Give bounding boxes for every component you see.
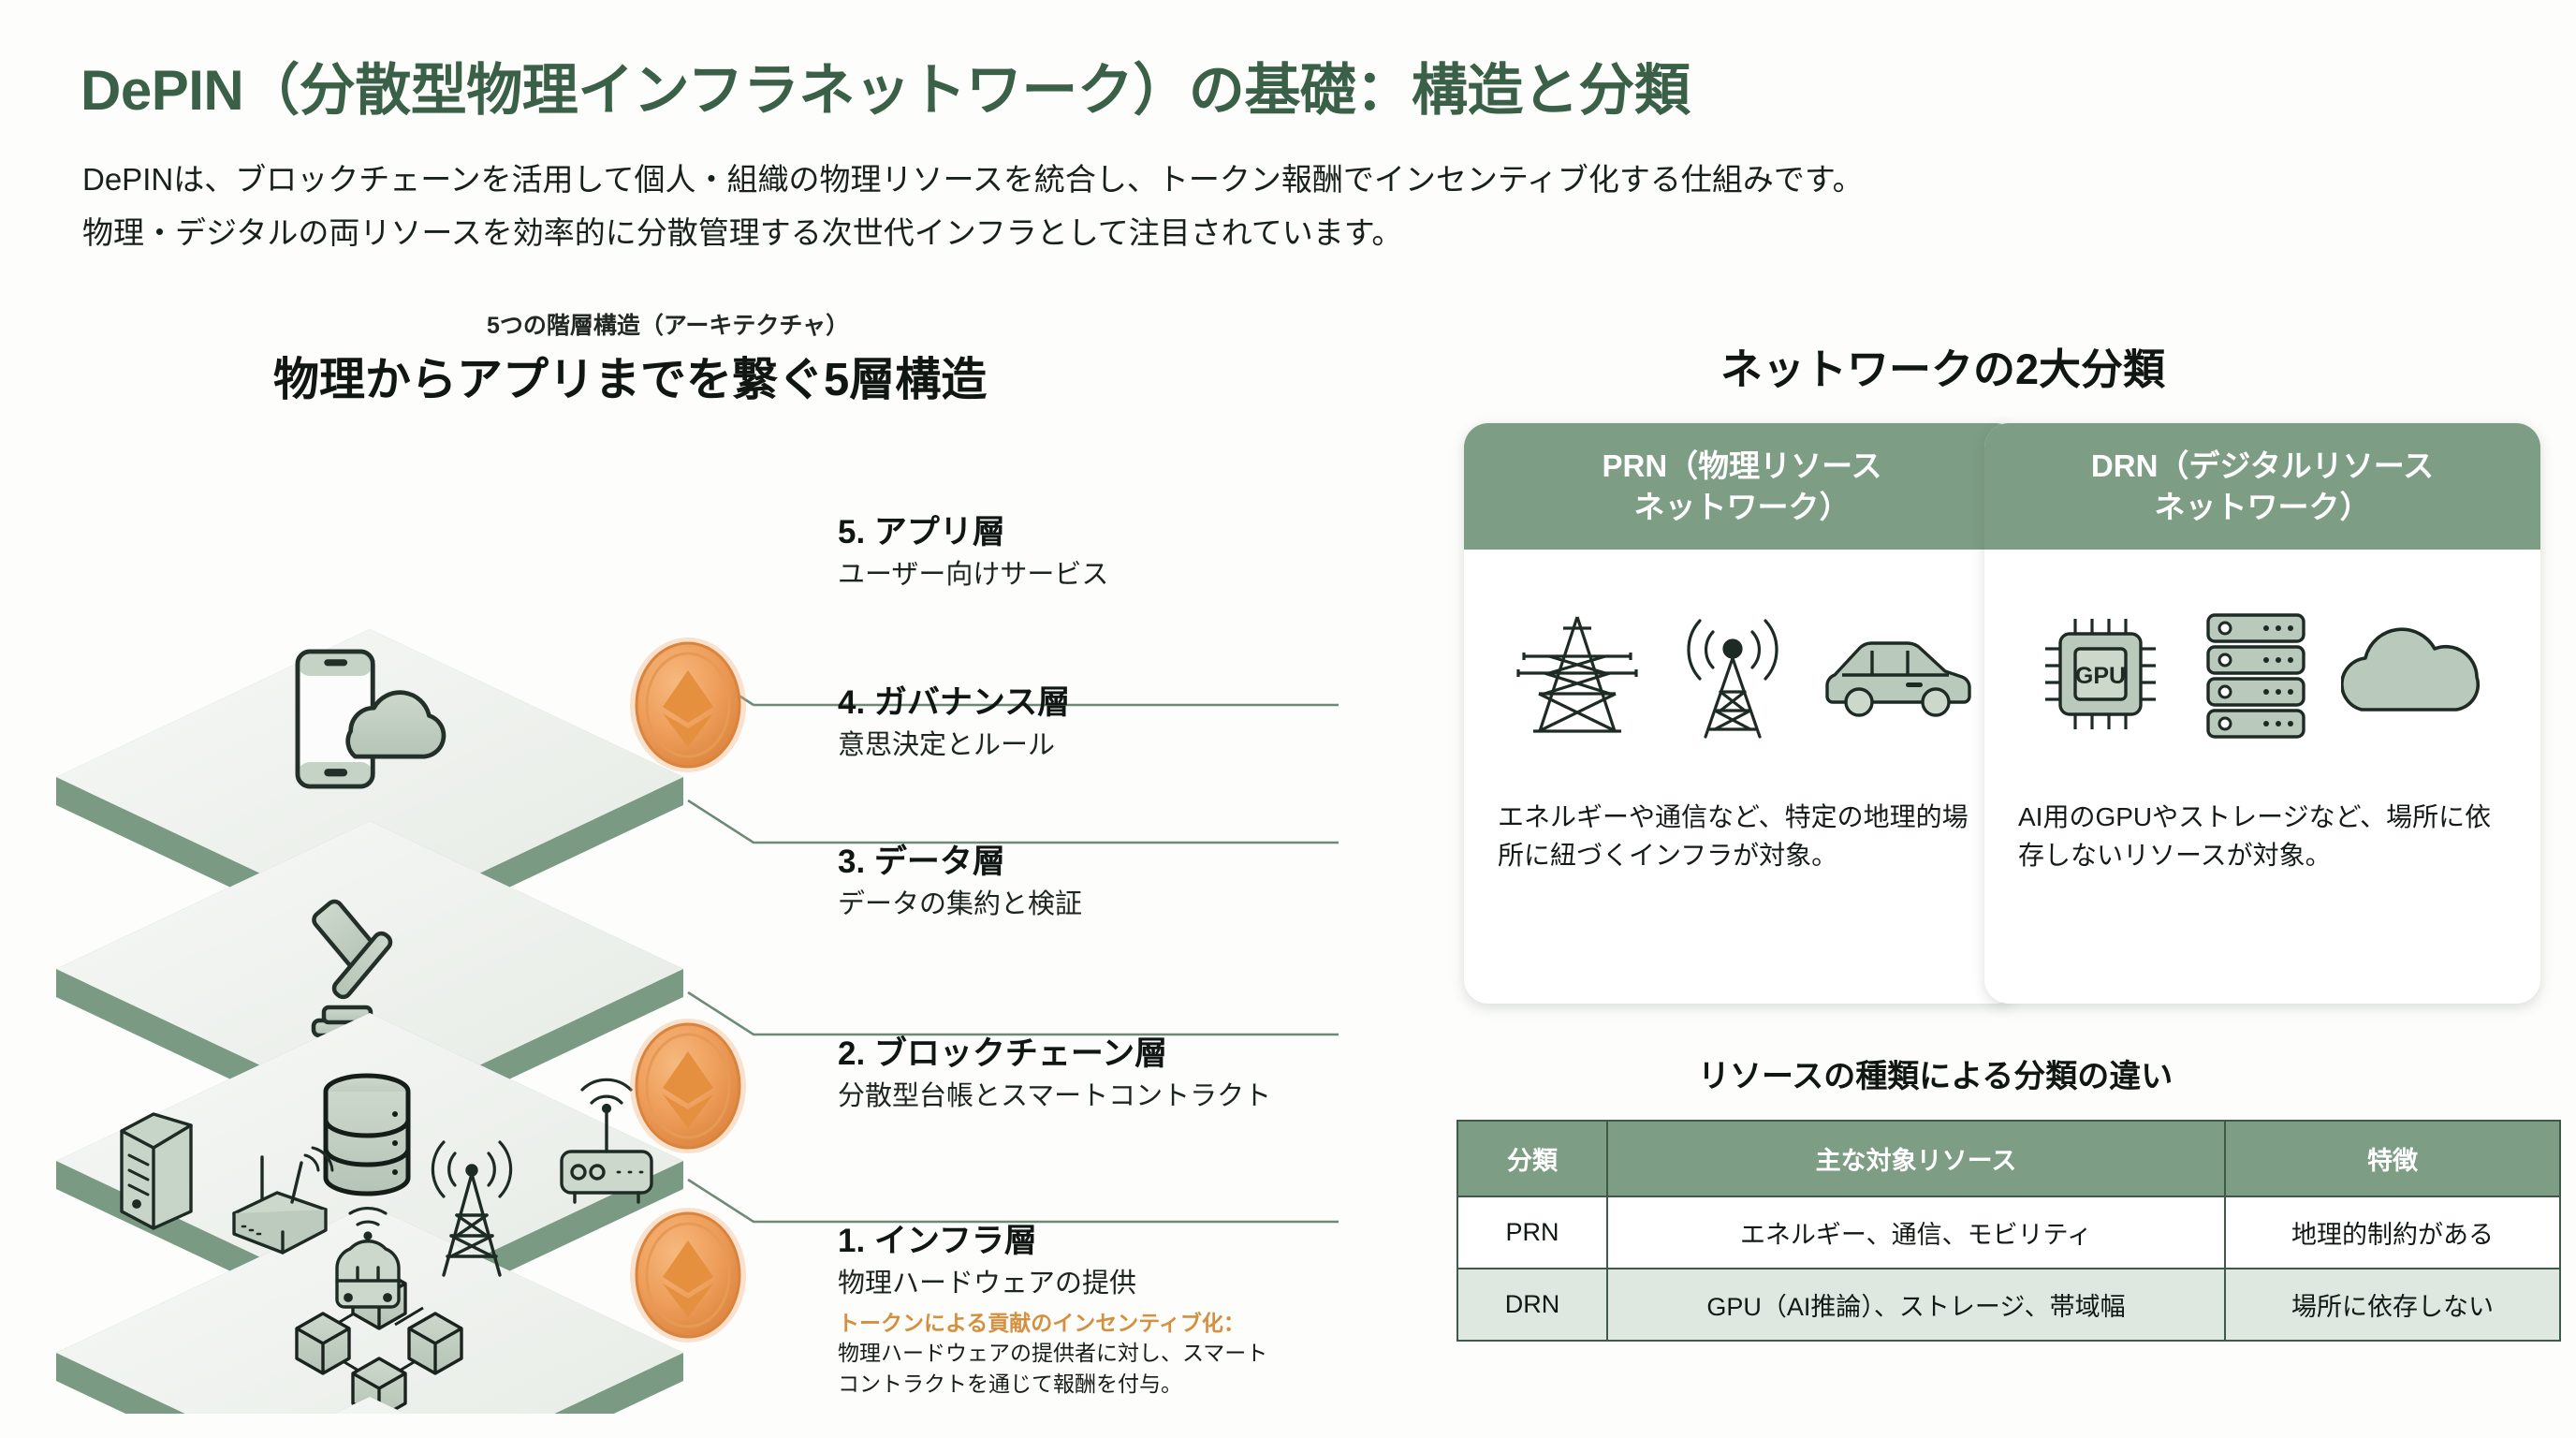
layer-title: 3. データ層 [838,844,1005,880]
layer-subtitle: 意思決定とルール [838,729,1056,760]
layer-subtitle: データの集約と検証 [838,888,1083,919]
layer-label-3: 3. データ層 データの集約と検証 [838,843,1082,922]
left-section-eyebrow: 5つの階層構造（アーキテクチャ） [487,313,850,339]
table-header-cell: 特徴 [2224,1120,2561,1197]
layer-title: 2. ブロックチェーン層 [838,1035,1168,1072]
cloud-icon [2340,626,2480,712]
table-row: DRN GPU（AI推論）、ストレージ、帯域幅 場所に依存しない [1456,1268,2561,1342]
layer-subtitle: ユーザー向けサービス [838,559,1109,590]
table-cell: エネルギー、通信、モビリティ [1606,1196,2226,1269]
comparison-table-title: リソースの種類による分類の違い [1698,1059,2174,1094]
table-header-cell: 主な対象リソース [1606,1120,2226,1197]
layer-subtitle: 分散型台帳とスマートコントラクト [838,1080,1272,1111]
layer-label-1: 1. インフラ層 物理ハードウェアの提供 トークンによる貢献のインセンティブ化：… [838,1222,1267,1400]
category-card-prn[interactable]: PRN（物理リソースネットワーク） [1464,423,2020,1004]
table-header-row: 分類 主な対象リソース 特徴 [1456,1120,2561,1197]
comparison-table: 分類 主な対象リソース 特徴 PRN エネルギー、通信、モビリティ 地理的制約が… [1456,1120,2561,1342]
incentive-body-line-2: コントラクトを通じて報酬を付与。 [838,1371,1182,1396]
card-header-drn: DRN（デジタルリソースネットワーク） [1984,423,2540,550]
radio-tower-icon [1687,618,1778,739]
card-body-prn: エネルギーや通信など、特定の地理的場所に紐づくインフラが対象。 [1498,802,1969,871]
layer-stack-diagram: 5. アプリ層 ユーザー向けサービス 4. ガバナンス層 意思決定とルール 3.… [0,468,1404,1414]
card-icon-row-drn: GPU [1984,550,2540,798]
layer-title: 5. アプリ層 [838,514,1005,550]
card-icon-row-prn [1464,550,2020,798]
table-cell: PRN [1456,1196,1608,1269]
category-card-drn[interactable]: DRN（デジタルリソースネットワーク） GPU [1984,423,2540,1004]
table-cell: 地理的制約がある [2224,1196,2561,1269]
incentive-body-line-1: 物理ハードウェアの提供者に対し、スマート [838,1341,1268,1366]
lead-paragraph-line-2: 物理・デジタルの両リソースを効率的に分散管理する次世代インフラとして注目されてい… [82,215,1403,250]
table-row: PRN エネルギー、通信、モビリティ 地理的制約がある [1456,1196,2561,1269]
layer-label-2: 2. ブロックチェーン層 分散型台帳とスマートコントラクト [838,1034,1271,1114]
car-icon [1825,640,1971,717]
right-section-heading: ネットワークの2大分類 [1720,345,2166,393]
gpu-chip-icon: GPU [2044,618,2156,729]
lead-paragraph-line-1: DePINは、ブロックチェーンを活用して個人・組織の物理リソースを統合し、トーク… [82,162,1864,197]
layer-subtitle: 物理ハードウェアの提供 [838,1268,1137,1299]
server-rack-icon [2205,612,2305,739]
gpu-chip-label: GPU [2074,663,2125,689]
table-header-cell: 分類 [1456,1120,1608,1197]
incentive-note: トークンによる貢献のインセンティブ化： [838,1311,1245,1336]
layer-slab-1 [333,1397,406,1414]
table-cell: 場所に依存しない [2224,1268,2561,1342]
power-pylon-icon [1516,616,1638,733]
card-header-prn: PRN（物理リソースネットワーク） [1464,423,2020,550]
layer-title: 1. インフラ層 [838,1223,1037,1259]
card-body-drn: AI用のGPUやストレージなど、場所に依存しないリソースが対象。 [2018,802,2492,871]
layer-title: 4. ガバナンス層 [838,684,1071,721]
layer-label-4: 4. ガバナンス層 意思決定とルール [838,683,1070,763]
left-section-heading: 物理からアプリまでを繋ぐ5層構造 [273,355,988,405]
table-cell: DRN [1456,1268,1608,1342]
layer-label-5: 5. アプリ層 ユーザー向けサービス [838,513,1108,593]
page-title: DePIN（分散型物理インフラネットワーク）の基礎：構造と分類 [80,59,1690,122]
table-cell: GPU（AI推論）、ストレージ、帯域幅 [1606,1268,2226,1342]
